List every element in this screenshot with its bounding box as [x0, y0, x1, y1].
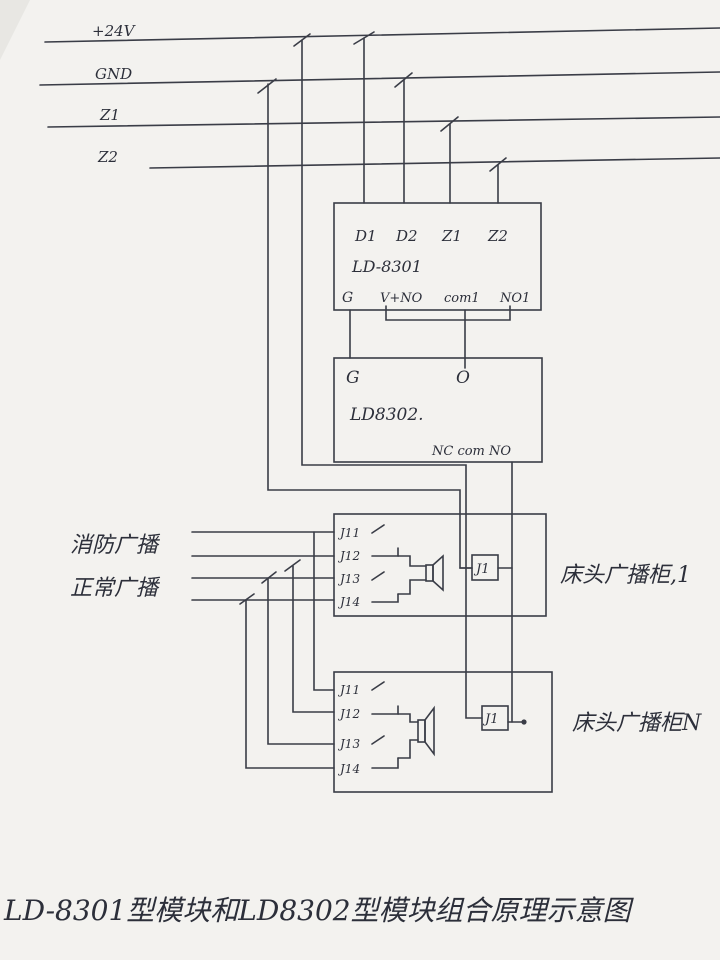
ld8301-title: LD-8301 [351, 257, 422, 276]
ld8301-terminal-vno: V+NO [380, 291, 423, 306]
bus-line-z2 [149, 157, 720, 169]
ld8302-title: LD8302. [349, 405, 424, 425]
input-fire-broadcast: 消防广播 [70, 533, 161, 558]
cabn-terminal-j12: J12 [337, 707, 360, 721]
branch-wire-j12 [292, 565, 335, 713]
cabn-contact-1 [371, 681, 385, 691]
ld8301-terminal-g: G [342, 290, 353, 306]
ld8301-terminal-no1: NO1 [499, 291, 530, 306]
cabinet-1-label: 床头广播柜,1 [560, 563, 691, 588]
cabn-terminal-j14: J14 [337, 762, 360, 776]
ld8301-terminal-d1: D1 [354, 227, 377, 245]
wire-tick [353, 31, 375, 45]
cabn-terminal-j13: J13 [337, 737, 360, 751]
cabn-speaker-leads [397, 713, 419, 759]
wire-vno-to-no1 [385, 305, 511, 321]
cabn-contact-4 [371, 757, 399, 769]
cab1-terminal-j12: J12 [337, 549, 360, 563]
cab1-contact-3 [371, 571, 385, 581]
branch-wire-j11 [313, 531, 335, 691]
wire-tick [394, 72, 413, 88]
ld8301-module [333, 202, 542, 311]
ld8302-o-label: O [456, 368, 470, 388]
bus-line-z1 [47, 116, 720, 128]
wire-tick [239, 593, 255, 605]
cab1-terminal-j14: J14 [337, 595, 360, 609]
bus-label-gnd: GND [95, 65, 132, 83]
cabinet-n-box [333, 671, 553, 793]
ld8301-terminal-d2: D2 [395, 227, 418, 245]
wire-tick [261, 571, 277, 584]
cabn-relay-icon [481, 705, 509, 731]
cab1-speaker-leads [397, 555, 427, 595]
cabn-contact-3 [371, 735, 385, 745]
wire-tick [293, 33, 311, 47]
ld8301-terminal-z2: Z2 [487, 227, 508, 245]
cab1-speaker-cone [432, 554, 444, 592]
ld8301-terminal-com1: com1 [444, 291, 480, 306]
ld8302-module [333, 357, 543, 463]
bus-label-plus24v: +24V [92, 22, 137, 40]
wire-tick [284, 559, 301, 572]
cab1-contact-4 [371, 593, 399, 603]
branch-wire-j14 [245, 599, 335, 769]
ld8302-g-label: G [346, 368, 360, 388]
cabinet-n-label: 床头广播柜N [572, 711, 702, 736]
cabn-terminal-j11: J11 [337, 683, 360, 697]
bus-line-gnd [39, 71, 720, 86]
paper-shadow [0, 0, 30, 60]
wire-tick [440, 116, 459, 132]
cabn-speaker-cone [424, 705, 435, 757]
cab1-terminal-j13: J13 [337, 572, 360, 586]
bus-line-plus24v [44, 27, 720, 43]
wire-tick [257, 78, 277, 94]
wire-24v-to-relay-n [301, 39, 483, 719]
cab1-relay-label: J1 [473, 562, 489, 577]
bus-label-z1: Z1 [99, 106, 120, 124]
cabn-relay-label: J1 [482, 712, 498, 727]
cabinet-1-box [333, 513, 547, 617]
cabn-junction-dot [521, 719, 527, 725]
cab1-terminal-j11: J11 [337, 526, 360, 540]
diagram-caption: LD-8301型模块和LD8302型模块组合原理示意图 [3, 894, 635, 927]
ld8301-terminal-z1: Z1 [441, 227, 462, 245]
cab1-contact-1 [371, 524, 385, 534]
wire-tick [489, 157, 507, 172]
branch-wire-j13 [267, 577, 335, 745]
input-normal-broadcast: 正常广播 [70, 576, 161, 601]
ld8302-terminals: NC com NO [431, 444, 511, 459]
bus-label-z2: Z2 [97, 148, 118, 166]
